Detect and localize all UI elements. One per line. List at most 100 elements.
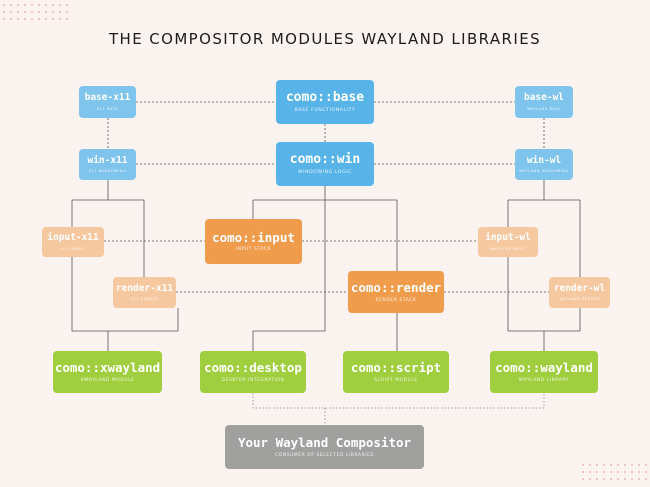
- decorative-dot: [3, 4, 6, 7]
- decorative-dot: [596, 478, 599, 481]
- node-name: como::input: [212, 229, 295, 245]
- decorative-dot: [610, 478, 613, 481]
- decorative-dot: [38, 4, 41, 7]
- decorative-dot: [52, 4, 55, 7]
- decorative-dot: [596, 471, 599, 474]
- decorative-dot: [31, 11, 34, 14]
- node-como-wayland: como::wayland WAYLAND LIBRARY: [490, 351, 598, 393]
- node-name: Your Wayland Compositor: [237, 435, 412, 451]
- node-subtitle: WAYLAND BASE: [527, 106, 561, 111]
- decorative-dot: [596, 464, 599, 467]
- decorative-dot: [24, 4, 27, 7]
- decorative-dot: [645, 464, 648, 467]
- decorative-dot: [638, 471, 641, 474]
- node-como-xwayland: como::xwayland XWAYLAND MODULE: [53, 351, 162, 393]
- node-name: win-x11: [87, 154, 128, 166]
- decorative-dot: [582, 464, 585, 467]
- decorative-dot: [31, 4, 34, 7]
- decorative-dot: [17, 11, 20, 14]
- node-name: input-wl: [485, 232, 531, 244]
- node-como-input: como::input INPUT STACK: [205, 219, 302, 264]
- node-subtitle: X11 RENDER: [130, 297, 159, 302]
- node-name: como::xwayland: [54, 360, 161, 376]
- decorative-dot: [624, 464, 627, 467]
- node-win-wl: win-wl WAYLAND WINDOWING: [515, 149, 573, 180]
- decorative-dot: [66, 18, 69, 21]
- node-name: como::render: [350, 280, 442, 296]
- decorative-dot: [603, 471, 606, 474]
- node-name: input-x11: [47, 232, 99, 244]
- decorative-dot: [66, 11, 69, 14]
- decorative-dot: [638, 464, 641, 467]
- node-subtitle: WAYLAND INPUT: [490, 246, 526, 251]
- node-subtitle: BASE FUNCTIONALITY: [294, 108, 356, 114]
- decorative-dot: [17, 4, 20, 7]
- page-title: THE COMPOSITOR MODULES WAYLAND LIBRARIES: [108, 30, 542, 48]
- node-subtitle: XWAYLAND MODULE: [80, 377, 135, 383]
- decorative-dot: [610, 471, 613, 474]
- node-subtitle: RENDER STACK: [375, 297, 417, 303]
- node-name: base-x11: [84, 92, 131, 104]
- decorative-dot: [10, 4, 13, 7]
- decorative-dot: [589, 471, 592, 474]
- decorative-dot: [38, 18, 41, 21]
- node-render-x11: render-x11 X11 RENDER: [113, 277, 176, 308]
- decorative-dot: [631, 471, 634, 474]
- decorative-dot: [38, 11, 41, 14]
- decorative-dot: [617, 478, 620, 481]
- decorative-dot: [59, 11, 62, 14]
- node-render-wl: render-wl WAYLAND RENDER: [549, 277, 610, 308]
- decorative-dot: [10, 18, 13, 21]
- line-modules-to-compositor: [252, 393, 545, 425]
- decorative-dot: [31, 18, 34, 21]
- node-subtitle: WAYLAND LIBRARY: [518, 377, 570, 383]
- node-input-x11: input-x11 X11 INPUT: [42, 227, 104, 257]
- node-name: render-wl: [553, 282, 606, 294]
- node-subtitle: CONSUMER OF SELECTED LIBRARIES: [275, 452, 374, 458]
- node-name: como::win: [289, 151, 361, 167]
- decorative-dot: [3, 18, 6, 21]
- decorative-dot: [52, 11, 55, 14]
- decorative-dot: [52, 18, 55, 21]
- node-name: render-x11: [115, 282, 174, 294]
- node-name: base-wl: [523, 92, 565, 104]
- decorative-dot: [10, 11, 13, 14]
- decorative-dot: [24, 11, 27, 14]
- node-subtitle: DESKTOP INTEGRATION: [221, 377, 285, 383]
- decorative-dot: [17, 18, 20, 21]
- decorative-dot: [3, 11, 6, 14]
- node-subtitle: SCRIPT MODULE: [374, 377, 418, 383]
- node-subtitle: X11 INPUT: [61, 246, 85, 251]
- node-name: win-wl: [526, 154, 562, 166]
- decorative-dot: [45, 11, 48, 14]
- line-x11-to-xwayland: [71, 257, 179, 351]
- decorative-dot: [631, 464, 634, 467]
- decorative-dot: [645, 478, 648, 481]
- node-como-desktop: como::desktop DESKTOP INTEGRATION: [200, 351, 306, 393]
- line-win-wl-branch: [507, 180, 581, 277]
- decorative-dot: [603, 464, 606, 467]
- decorative-dot: [631, 478, 634, 481]
- line-wl-to-wayland: [507, 257, 581, 351]
- decorative-dot: [589, 464, 592, 467]
- node-name: como::base: [285, 89, 365, 105]
- node-name: como::desktop: [204, 360, 302, 376]
- line-win-x11-branch: [71, 180, 145, 277]
- node-base-x11: base-x11 X11 BASE: [79, 86, 136, 118]
- node-como-base: como::base BASE FUNCTIONALITY: [276, 80, 374, 124]
- node-input-wl: input-wl WAYLAND INPUT: [478, 227, 538, 257]
- decorative-dot: [624, 471, 627, 474]
- decorative-dot: [59, 18, 62, 21]
- decorative-dot: [617, 471, 620, 474]
- decorative-dot: [59, 4, 62, 7]
- decorative-dot: [610, 464, 613, 467]
- decorative-dot: [638, 478, 641, 481]
- node-your-wayland-compositor: Your Wayland Compositor CONSUMER OF SELE…: [225, 425, 424, 469]
- node-name: como::script: [350, 360, 442, 376]
- decorative-dot: [66, 4, 69, 7]
- node-subtitle: X11 BASE: [96, 106, 119, 111]
- node-como-script: como::script SCRIPT MODULE: [343, 351, 449, 393]
- decorative-dot: [603, 478, 606, 481]
- node-base-wl: base-wl WAYLAND BASE: [515, 86, 573, 118]
